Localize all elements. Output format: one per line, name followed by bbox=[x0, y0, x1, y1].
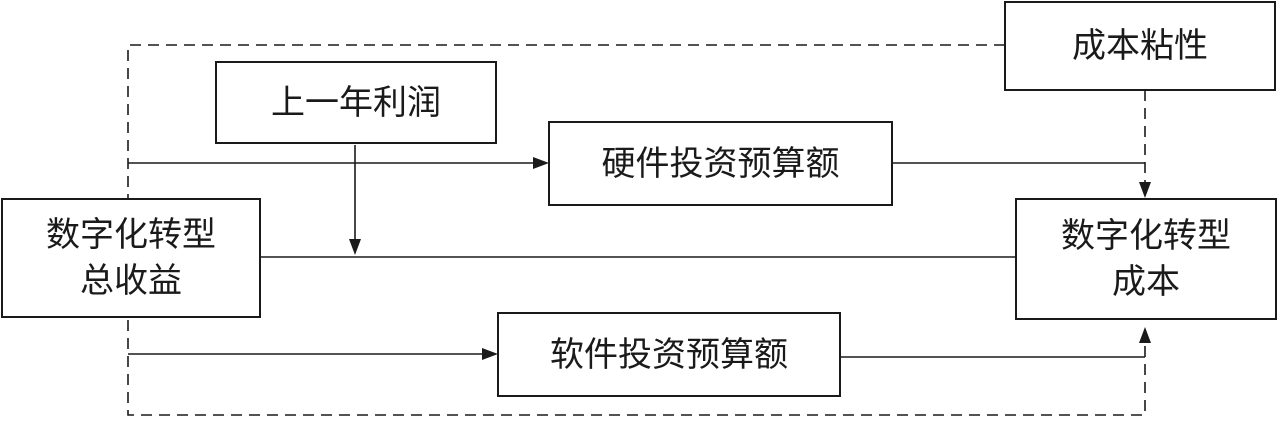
box-total-revenue bbox=[1, 198, 261, 318]
box-hardware-budget bbox=[548, 121, 893, 206]
box-cost-stickiness bbox=[1004, 1, 1276, 91]
arrowhead-prior-profit bbox=[349, 239, 361, 255]
box-prior-year-profit bbox=[215, 61, 497, 144]
label-cost-stickiness: 成本粘性 bbox=[1072, 26, 1208, 66]
arrowhead-to-cost-top bbox=[1139, 182, 1151, 198]
label-software-budget: 软件投资预算额 bbox=[550, 334, 788, 375]
arrowhead-to-hardware bbox=[533, 157, 549, 169]
box-software-budget bbox=[497, 312, 841, 397]
arrowhead-to-software bbox=[482, 348, 498, 360]
label-total-cost: 数字化转型 成本 bbox=[1061, 216, 1231, 302]
label-prior-year-profit: 上一年利润 bbox=[271, 82, 441, 123]
arrowhead-to-cost-bottom bbox=[1139, 327, 1151, 343]
label-hardware-budget: 硬件投资预算额 bbox=[601, 143, 840, 184]
box-total-cost bbox=[1015, 198, 1277, 320]
edge-cost-stickiness-loop bbox=[127, 44, 1146, 416]
label-total-revenue: 数字化转型 总收益 bbox=[46, 215, 216, 301]
